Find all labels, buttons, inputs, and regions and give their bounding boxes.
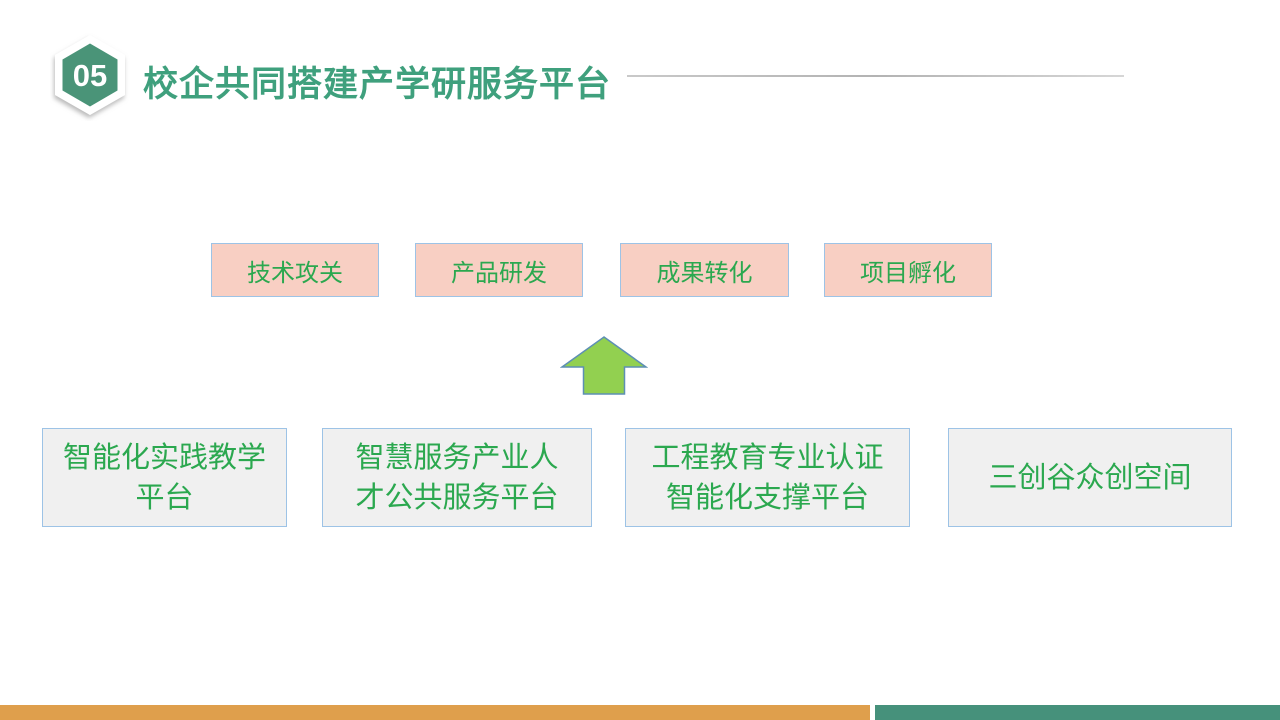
platform-label-line: 三创谷众创空间 xyxy=(988,461,1192,494)
platform-label-line: 智能化支撑平台 xyxy=(665,481,869,514)
chapter-badge-hexagon-icon: 05 xyxy=(55,35,125,115)
platform-box-maker-space: 三创谷众创空间 xyxy=(948,428,1232,527)
process-label: 成果转化 xyxy=(656,259,753,287)
process-box-achievement-transform: 成果转化 xyxy=(620,243,789,297)
platform-label-line: 智慧服务产业人 xyxy=(355,441,559,474)
platform-box-smart-practice-teaching: 智能化实践教学 平台 xyxy=(42,428,287,527)
title-divider-line xyxy=(627,75,1124,77)
process-box-project-incubation: 项目孵化 xyxy=(824,243,992,297)
footer-bar-green xyxy=(875,705,1280,720)
badge-inner-hex xyxy=(62,43,118,107)
platform-label-line: 工程教育专业认证 xyxy=(651,441,884,474)
platform-box-engineering-education-cert: 工程教育专业认证 智能化支撑平台 xyxy=(625,428,910,527)
process-label: 项目孵化 xyxy=(860,259,956,287)
platform-label-line: 才公共服务平台 xyxy=(355,481,559,514)
process-box-product-dev: 产品研发 xyxy=(415,243,583,297)
badge-number: 05 xyxy=(73,58,107,93)
platform-label-line: 智能化实践教学 xyxy=(62,441,266,474)
up-arrow-icon xyxy=(560,336,648,395)
process-label: 产品研发 xyxy=(451,259,547,287)
footer-bar-orange xyxy=(0,705,870,720)
platform-box-smart-service-talent: 智慧服务产业人 才公共服务平台 xyxy=(322,428,592,527)
process-box-tech-research: 技术攻关 xyxy=(211,243,379,297)
page-title: 校企共同搭建产学研服务平台 xyxy=(143,65,612,104)
process-label: 技术攻关 xyxy=(247,259,343,287)
platform-label-line: 平台 xyxy=(135,481,194,514)
